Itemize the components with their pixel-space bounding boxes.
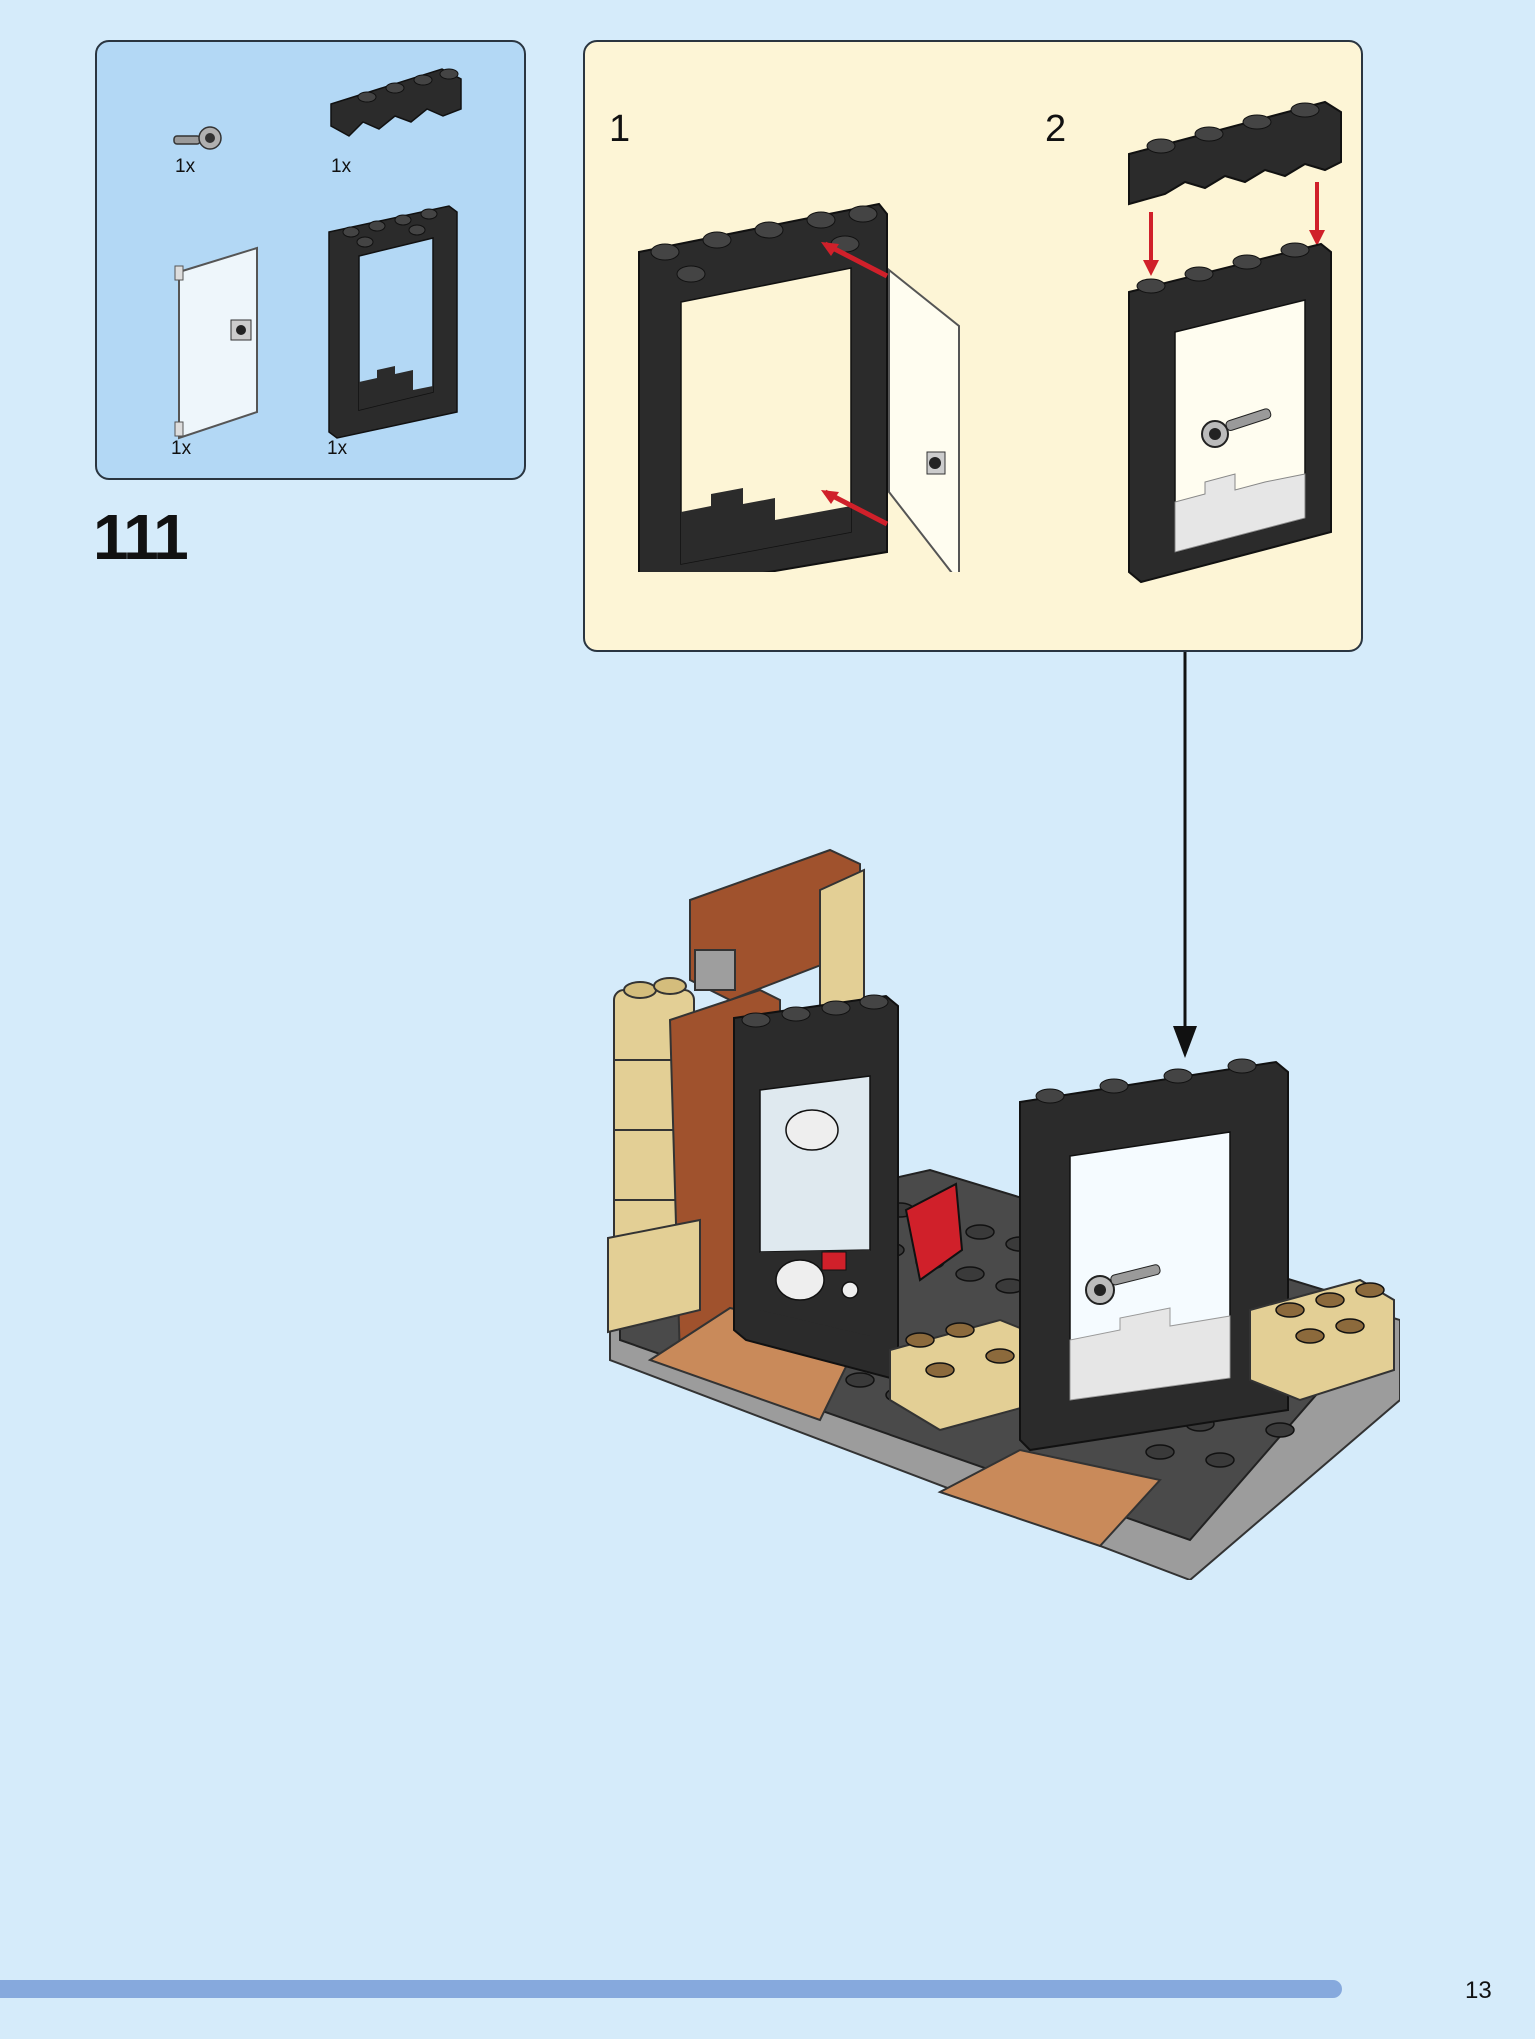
transparent-door-part-icon [174,246,258,440]
black-brick-part-icon [330,68,462,137]
part-qty: 1x [171,438,192,459]
substep-label: 1 [609,108,631,150]
part-qty: 1x [331,156,352,177]
substep-2-illustration [1128,100,1342,584]
step-number: 111 [93,501,189,573]
subassembly-callout: 1 2 [583,40,1363,652]
bar-holder-part-icon [173,126,222,150]
substep-label: 2 [1045,108,1067,150]
page-number: 13 [1465,1977,1492,2004]
progress-bar [0,1980,1435,1998]
door-frame-part-icon [328,205,458,439]
part-qty: 1x [327,438,348,459]
progress-bar-fill [0,1980,1342,1998]
parts-list-panel: 1x 1x 1x 1x [95,40,526,480]
part-qty: 1x [175,156,196,177]
main-model-illustration [607,848,1400,1580]
substep-1-illustration [638,202,960,572]
